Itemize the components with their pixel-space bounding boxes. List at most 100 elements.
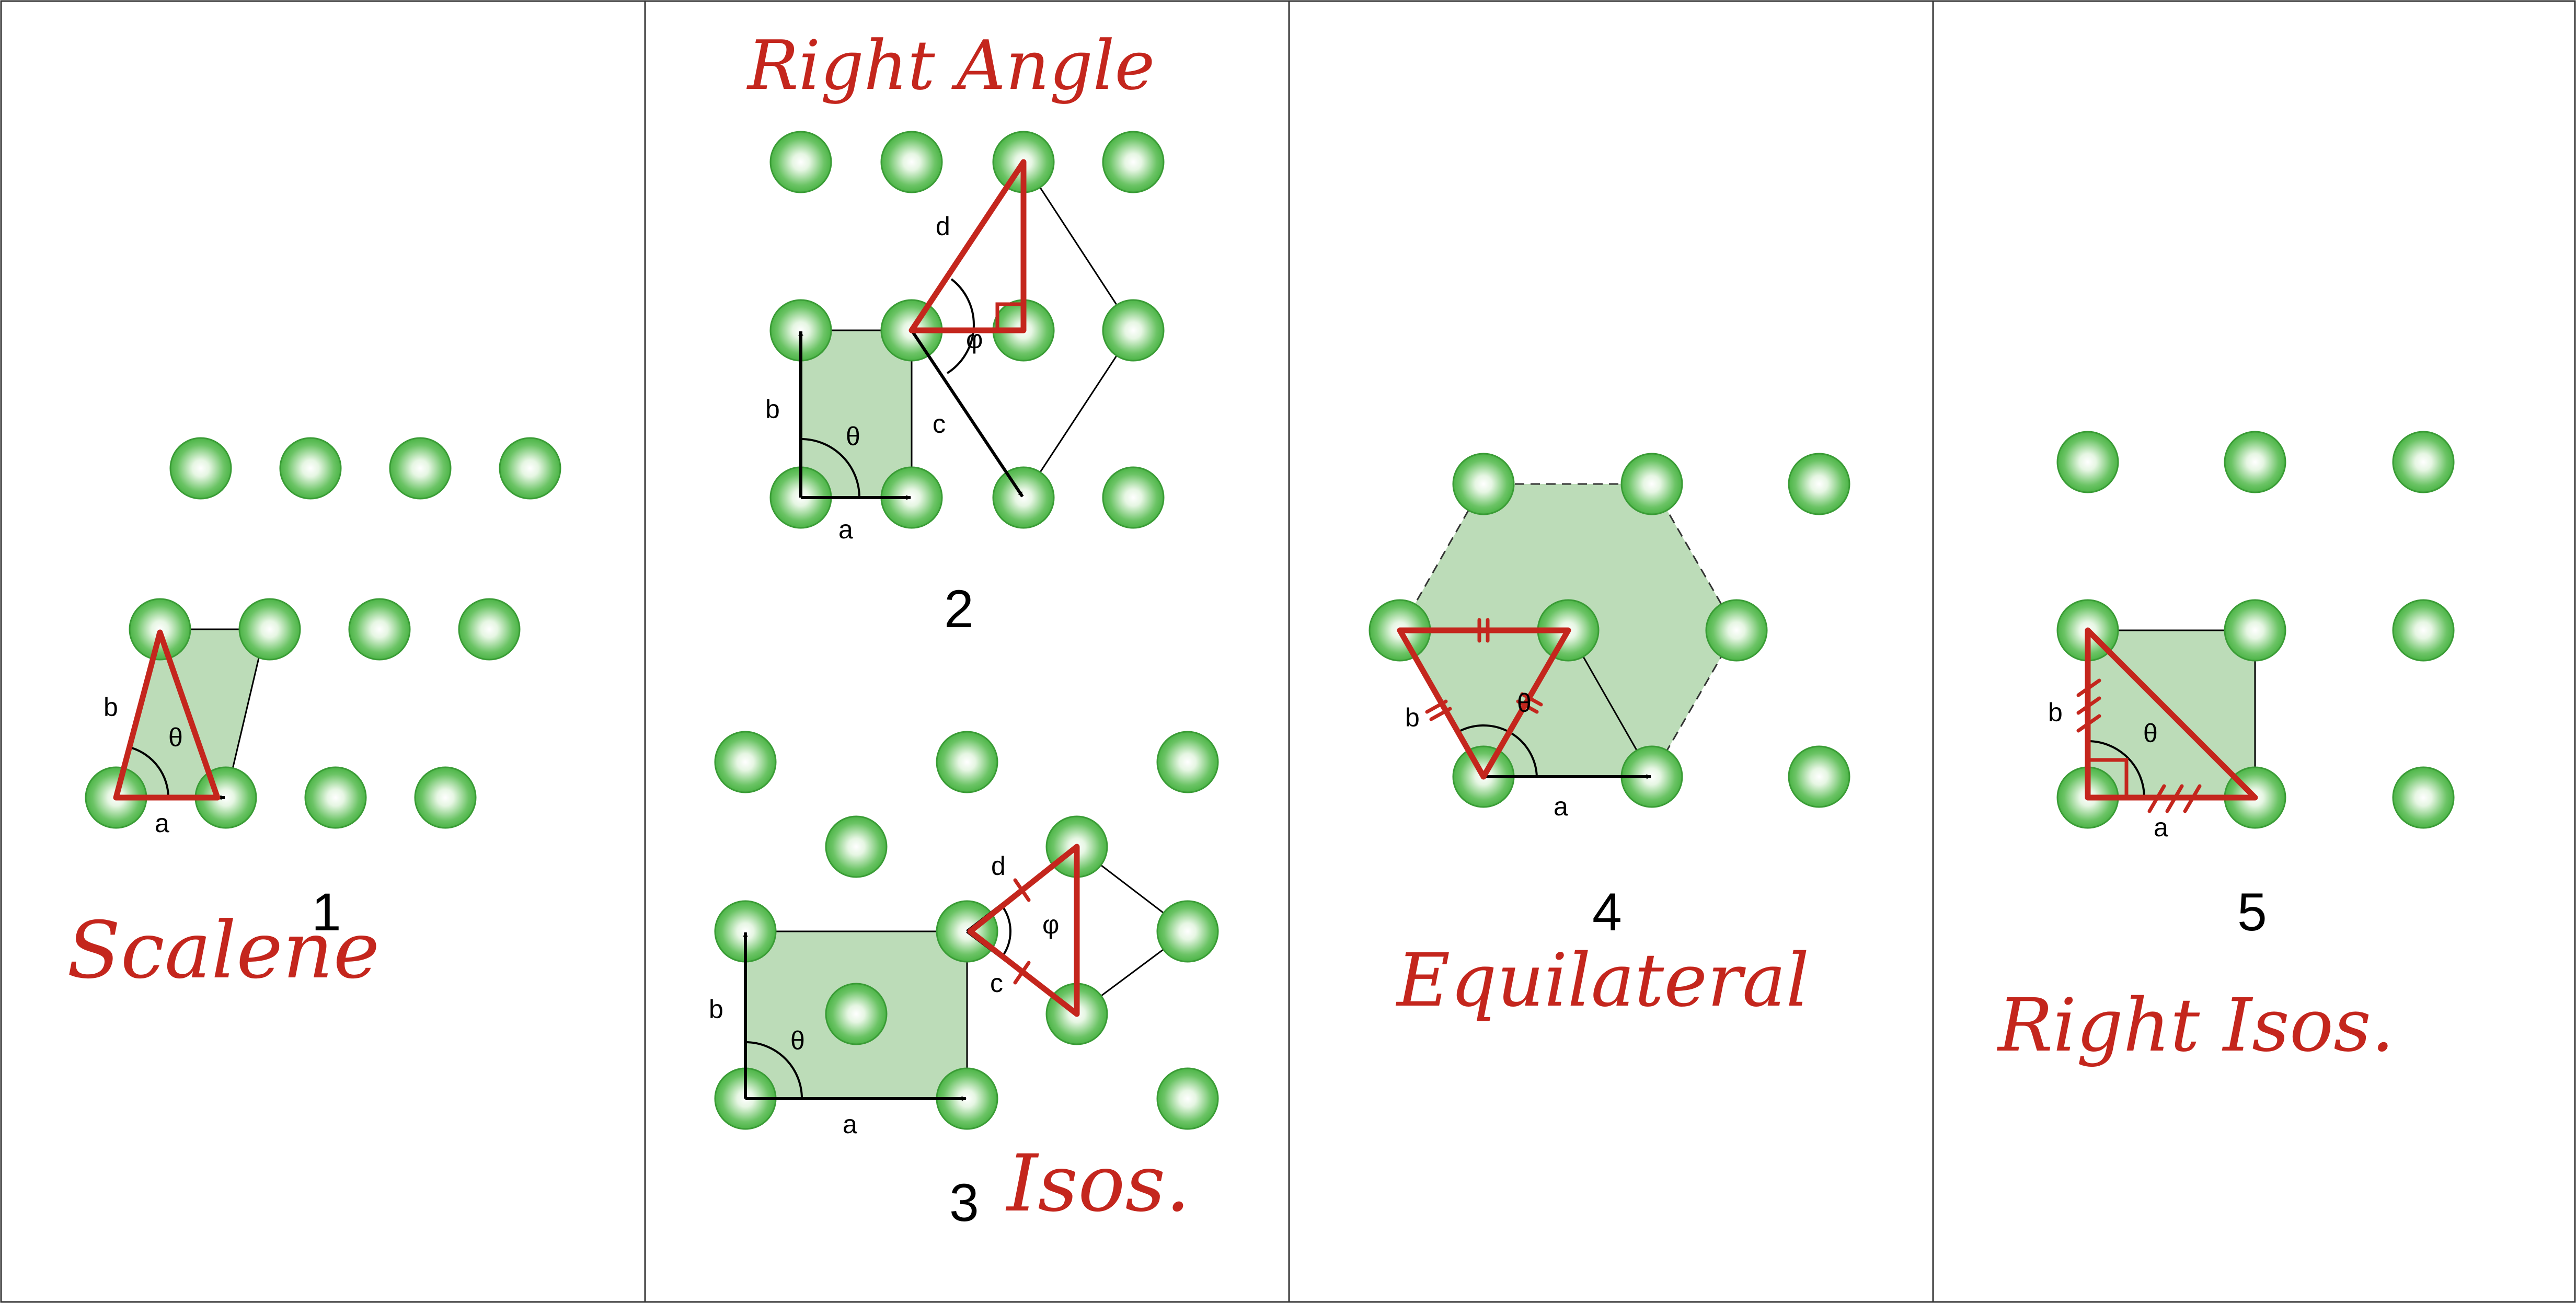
atom <box>2392 599 2455 662</box>
atom <box>389 437 452 500</box>
atom <box>1705 599 1768 662</box>
vector-c-label: c <box>990 968 1003 998</box>
vector-c-label: c <box>933 409 946 439</box>
atom <box>825 983 888 1045</box>
handwritten-annotation: Right Angle <box>746 26 1155 105</box>
phi-label: φ <box>966 325 983 354</box>
equal-side-tick <box>2076 714 2101 733</box>
atom <box>1102 131 1165 193</box>
panel-1: a b θ 1 Scalene <box>67 437 561 996</box>
atom <box>2392 431 2455 493</box>
equal-side-tick <box>1013 878 1031 902</box>
equal-side-tick <box>1013 961 1031 985</box>
theta-label: θ <box>846 422 860 451</box>
theta-label: θ <box>1517 688 1532 718</box>
equal-side-tick <box>2076 678 2101 697</box>
vector-d-label: d <box>936 212 950 241</box>
panel-3: a b c d θ φ 3 Isos. <box>709 731 1219 1232</box>
atom <box>825 815 888 878</box>
theta-arc <box>131 747 169 798</box>
theta-label: θ <box>168 723 183 752</box>
vector-a-label: a <box>2154 813 2168 842</box>
atom <box>348 598 411 661</box>
atom <box>499 437 561 500</box>
atom <box>414 766 477 829</box>
atom <box>458 598 521 661</box>
panel-number: 5 <box>2237 882 2267 942</box>
atom <box>304 766 367 829</box>
vector-c <box>910 329 1024 498</box>
phi-label: φ <box>1042 910 1059 939</box>
atom <box>880 131 943 193</box>
handwritten-annotation: Scalene <box>67 905 380 996</box>
panel-number: 4 <box>1592 882 1622 942</box>
phi-arc <box>1000 904 1011 959</box>
vector-b-label: b <box>104 693 118 722</box>
panel-number: 3 <box>949 1173 979 1232</box>
handwritten-annotation: Isos. <box>1005 1138 1190 1229</box>
vector-d-label: d <box>991 851 1006 881</box>
atom <box>936 731 998 793</box>
phi-arc <box>946 278 975 374</box>
atom-group <box>1368 453 1850 808</box>
atom <box>769 131 832 193</box>
equal-side-tick <box>2165 784 2184 813</box>
vector-b-label: b <box>2048 698 2063 727</box>
theta-label: θ <box>2143 719 2158 748</box>
vector-a-label: a <box>843 1110 857 1139</box>
vector-b-label: b <box>765 395 780 424</box>
equal-side-tick <box>1516 699 1539 714</box>
panel-5: a b θ 5 Right Isos. <box>1996 431 2455 1068</box>
panel-5-frame <box>1932 0 2576 1303</box>
equal-side-tick <box>2076 696 2101 715</box>
atom <box>1156 731 1219 793</box>
theta-arc <box>745 1041 803 1099</box>
atom <box>1102 466 1165 529</box>
equal-side-tick <box>1425 699 1448 714</box>
atom <box>2056 431 2119 493</box>
atom <box>2224 599 2286 662</box>
atom <box>1156 900 1219 963</box>
atom <box>238 598 301 661</box>
panel-number: 2 <box>944 579 974 639</box>
atom-group <box>85 437 561 829</box>
vector-a-label: a <box>155 809 169 838</box>
handwritten-annotation: Equilateral <box>1395 938 1809 1023</box>
right-angle-marker <box>995 302 1026 332</box>
atom <box>169 437 232 500</box>
handwritten-annotation: Right Isos. <box>1996 983 2395 1068</box>
equal-side-tick <box>2183 784 2202 813</box>
vector-b-label: b <box>709 995 723 1024</box>
equal-side-tick <box>2147 784 2166 813</box>
atom <box>992 466 1055 529</box>
vector-a-label: a <box>1554 792 1568 821</box>
panel-4: a b θ 4 Equilateral <box>1368 453 1850 1023</box>
panel-number: 1 <box>312 882 341 942</box>
theta-label: θ <box>790 1026 805 1055</box>
scalene-triangle <box>113 629 221 801</box>
right-isosceles-triangle <box>2085 627 2258 801</box>
atom <box>2224 431 2286 493</box>
equal-side-tick <box>1520 692 1543 707</box>
unit-cell <box>801 330 912 498</box>
atom <box>1156 1067 1219 1130</box>
atom <box>279 437 342 500</box>
atom <box>1620 453 1683 515</box>
right-angle-marker <box>2086 758 2129 800</box>
panel-1-frame <box>0 0 646 1303</box>
atom <box>2392 766 2455 829</box>
atom <box>1102 299 1165 362</box>
panel-2: Right Angle a b c d θ φ <box>746 26 1165 639</box>
right-triangle <box>908 159 1027 333</box>
atom <box>129 598 191 661</box>
atom <box>714 731 777 793</box>
equal-side-tick <box>1429 707 1452 721</box>
atom <box>1788 453 1850 515</box>
vector-a-label: a <box>838 515 853 544</box>
atom <box>1788 745 1850 808</box>
theta-arc <box>2087 740 2145 798</box>
theta-arc <box>800 438 860 498</box>
vector-b-label: b <box>1405 703 1420 732</box>
atom <box>1452 453 1515 515</box>
